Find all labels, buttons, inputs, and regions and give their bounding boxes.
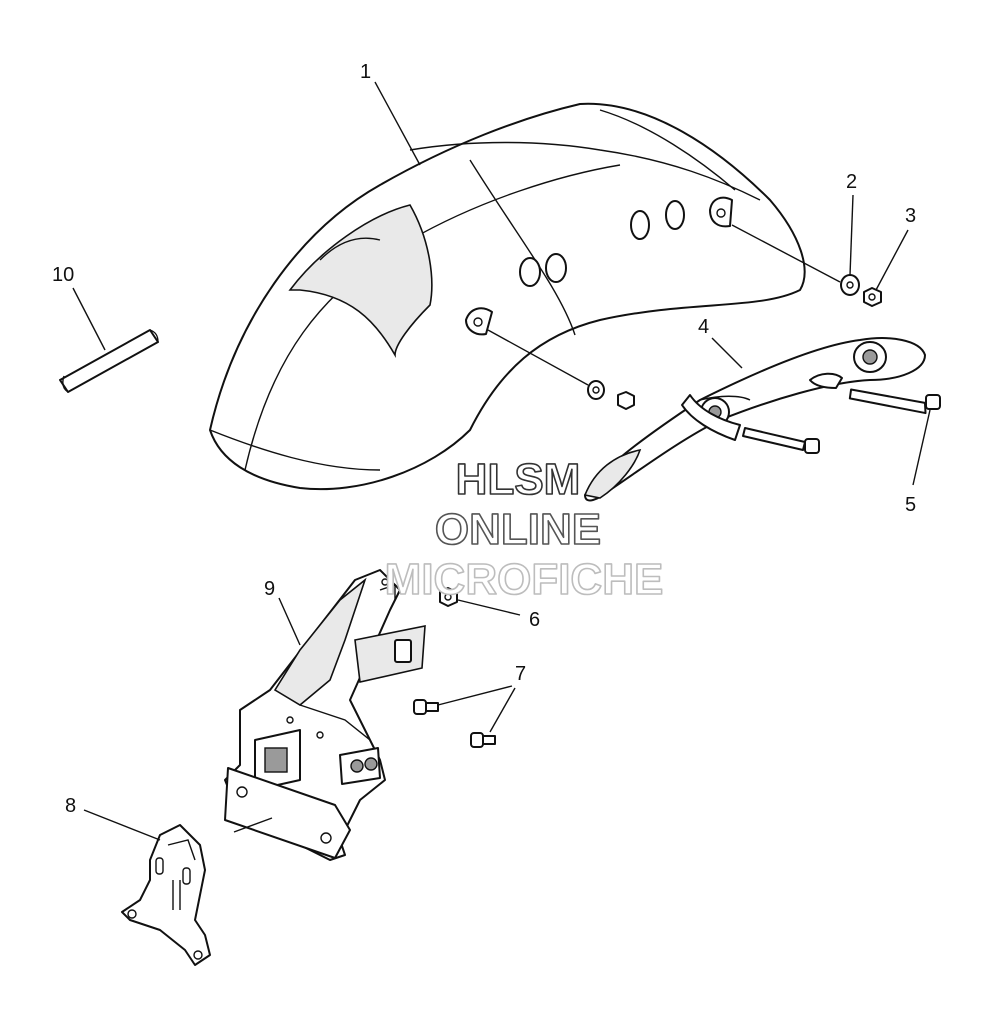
leader-9 (278, 597, 301, 646)
leader-10 (72, 287, 106, 351)
fender-strut (583, 337, 926, 502)
plate-mount (121, 824, 211, 966)
leader-3 (875, 229, 909, 291)
watermark-line-1: HLSM (456, 455, 581, 504)
callout-4: 4 (698, 316, 709, 338)
leader-4 (711, 337, 743, 369)
nut-part-6 (439, 587, 458, 607)
leader-6 (457, 599, 521, 616)
callout-6: 6 (529, 609, 540, 631)
trim-strip (59, 329, 159, 393)
leader-7b (489, 687, 516, 733)
license-bracket (224, 569, 426, 861)
callout-5: 5 (905, 494, 916, 516)
leader-1 (374, 81, 421, 166)
callout-7: 7 (515, 663, 526, 685)
screws-part-7 (413, 699, 496, 748)
callout-2: 2 (846, 171, 857, 193)
leader-8 (83, 809, 161, 841)
callout-1: 1 (360, 61, 371, 83)
nut-part-3 (863, 287, 882, 307)
watermark: HLSM ONLINE MICROFICHE (384, 454, 664, 605)
leader-2 (849, 194, 854, 276)
leader-5 (912, 409, 931, 486)
callout-8: 8 (65, 795, 76, 817)
leader-7a (437, 685, 513, 706)
bolts-part-5 (742, 388, 941, 454)
watermark-line-2: ONLINE (435, 505, 601, 554)
rear-fender (209, 102, 806, 491)
callout-9: 9 (264, 578, 275, 600)
washer-part-2 (840, 274, 860, 296)
callout-10: 10 (52, 264, 74, 286)
callout-3: 3 (905, 205, 916, 227)
watermark-line-3: MICROFICHE (385, 555, 664, 604)
